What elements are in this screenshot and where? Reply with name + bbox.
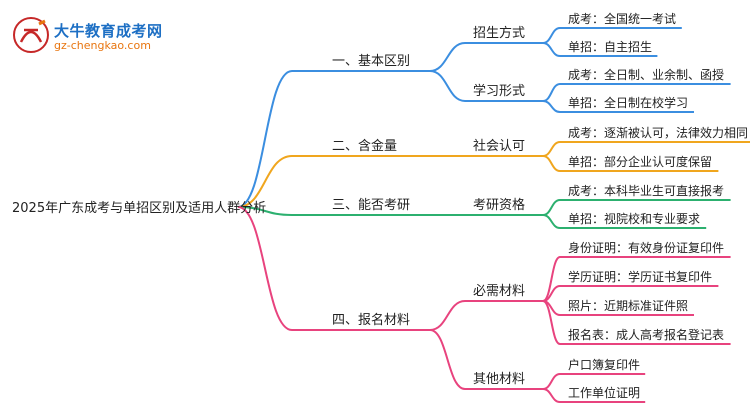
branch-3-link xyxy=(237,206,293,216)
branch-3-child-1-label: 考研资格 xyxy=(473,197,525,213)
branch-3-child-1-leaf-1-label: 成考：本科毕业生可直接报考 xyxy=(568,183,724,198)
branch-1-child-2-link xyxy=(429,70,466,102)
branch-4-child-2-leaf-2-link xyxy=(542,388,561,403)
branch-2-child-1-leaf-1-label: 成考：逐渐被认可，法律效力相同 xyxy=(568,125,748,140)
branch-4-child-2-label: 其他材料 xyxy=(473,372,525,387)
branch-4-link xyxy=(237,206,293,331)
branch-4-child-2-link xyxy=(429,329,466,390)
logo-mark-icon xyxy=(13,17,49,53)
branch-1-child-2-leaf-1-label: 成考：全日制、业余制、函授 xyxy=(568,67,724,82)
branch-1-child-1-leaf-2-link xyxy=(542,42,561,57)
branch-1-child-2-leaf-2-label: 单招：全日制在校学习 xyxy=(568,95,688,110)
branch-1-child-1-leaf-1-label: 成考：全国统一考试 xyxy=(568,11,676,26)
branch-3-label: 三、能否考研 xyxy=(332,198,410,213)
branch-3-child-1-leaf-2-link xyxy=(542,214,561,229)
branch-2-child-1-label: 社会认可 xyxy=(473,138,525,154)
branch-2-child-1-leaf-2-link xyxy=(542,155,561,172)
branch-4-label: 四、报名材料 xyxy=(332,312,410,328)
branch-3-child-1-leaf-2-label: 单招：视院校和专业要求 xyxy=(568,211,700,226)
branch-4-child-2-leaf-2-label: 工作单位证明 xyxy=(568,385,640,400)
logo-url: gz-chengkao.com xyxy=(54,39,151,52)
branch-1-link xyxy=(237,70,293,208)
site-logo: 大牛教育成考网 gz-chengkao.com xyxy=(8,14,188,56)
branch-4-child-1-leaf-3-label: 照片：近期标准证件照 xyxy=(568,299,688,313)
branch-4-child-1-leaf-4-label: 报名表：成人高考报名登记表 xyxy=(568,327,724,342)
logo-name: 大牛教育成考网 xyxy=(54,22,163,40)
branch-1-child-1-leaf-2-label: 单招：自主招生 xyxy=(568,40,652,54)
branch-3-child-1-leaf-1-link xyxy=(542,199,561,216)
branch-2-link xyxy=(237,155,293,208)
branch-1-child-1-label: 招生方式 xyxy=(473,25,525,41)
branch-2-child-1-leaf-2-label: 单招：部分企业认可度保留 xyxy=(568,154,712,169)
branch-4-child-1-leaf-1-label: 身份证明：有效身份证复印件 xyxy=(568,240,724,255)
branch-1-child-2-label: 学习形式 xyxy=(473,83,525,99)
branch-1-child-1-link xyxy=(429,42,466,72)
root-topic: 2025年广东成考与单招区别及适用人群分析 xyxy=(12,201,266,216)
mindmap-nodes: 2025年广东成考与单招区别及适用人群分析 一、基本区别 招生方式 成考：全国统一考试… xyxy=(12,11,748,400)
branch-1-child-2-leaf-2-link xyxy=(542,100,561,113)
branch-2-label: 二、含金量 xyxy=(332,138,397,154)
branch-1-label: 一、基本区别 xyxy=(332,54,410,69)
branch-1-child-1-leaf-1-link xyxy=(542,27,561,44)
branch-4-child-1-leaf-4-link xyxy=(542,300,561,345)
branch-4-child-2-leaf-1-label: 户口簿复印件 xyxy=(568,357,640,372)
branch-2-child-1-leaf-1-link xyxy=(542,141,561,157)
branch-4-child-1-leaf-2-label: 学历证明：学历证书复印件 xyxy=(568,269,712,284)
branch-4-child-1-label: 必需材料 xyxy=(473,284,525,299)
branch-1-child-2-leaf-1-link xyxy=(542,83,561,102)
branch-4-child-1-link xyxy=(429,300,466,331)
branch-4-child-2-leaf-1-link xyxy=(542,373,561,390)
mindmap-links xyxy=(237,27,750,403)
